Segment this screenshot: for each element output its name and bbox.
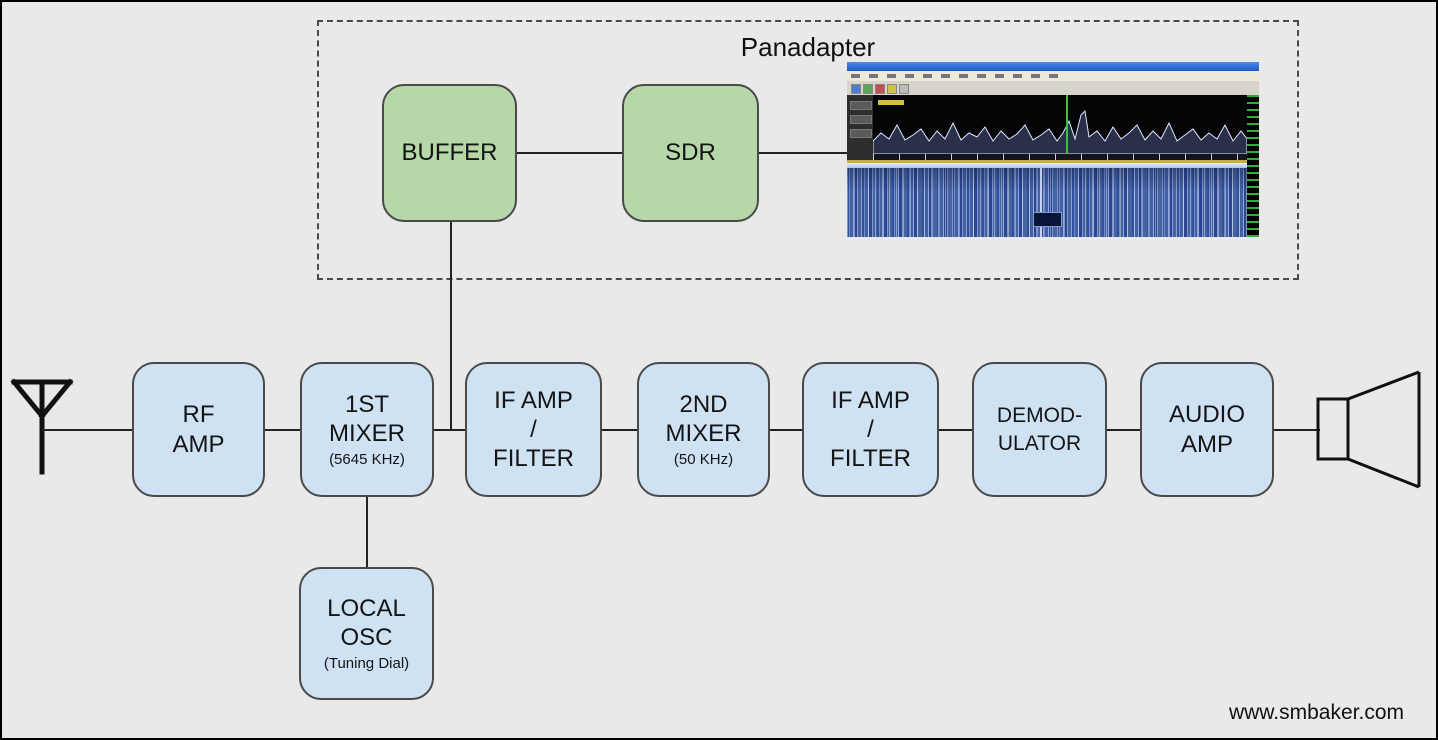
connector-buffer-sdr: [517, 152, 622, 154]
block-label: IF AMP: [494, 386, 573, 414]
spectrum-display: [872, 95, 1248, 155]
waterfall-display: [847, 168, 1259, 237]
block-label: 2ND: [679, 390, 728, 418]
block-label: IF AMP: [831, 386, 910, 414]
block-label: FILTER: [830, 445, 911, 473]
connector-audioamp-speaker: [1274, 429, 1320, 431]
block-label: DEMOD-: [996, 404, 1083, 428]
block-sublabel: (50 KHz): [673, 451, 734, 469]
connector-antenna-rfamp: [42, 429, 132, 431]
block-label: RF: [182, 401, 215, 429]
scale-divider: [847, 160, 1259, 163]
panel-button: [850, 129, 872, 138]
block-label: FILTER: [493, 445, 574, 473]
block-sdr: SDR: [622, 84, 759, 222]
toolbar-icon: [863, 84, 873, 94]
block-label: AMP: [1180, 430, 1233, 458]
connector-ifamp1-mixer2: [602, 429, 637, 431]
block-label: OSC: [340, 623, 393, 651]
screenshot-menubar: [847, 71, 1259, 81]
toolbar-icon: [887, 84, 897, 94]
sdr-screenshot-image: [847, 62, 1259, 237]
block-label: AUDIO: [1168, 401, 1245, 429]
connector-ifamp2-demod: [939, 429, 972, 431]
waterfall-popup: [1033, 212, 1062, 227]
screenshot-side-panel: [847, 95, 873, 162]
block-demodulator: DEMOD- ULATOR: [972, 362, 1107, 497]
block-label: /: [867, 415, 874, 443]
toolbar-icon: [875, 84, 885, 94]
panadapter-title: Panadapter: [740, 32, 876, 62]
screenshot-menu-text: [851, 74, 1061, 78]
connector-rfamp-mixer1: [265, 429, 300, 431]
spectrum-noise-trace: [872, 109, 1248, 155]
block-if-amp-filter-2: IF AMP / FILTER: [802, 362, 939, 497]
toolbar-icon: [851, 84, 861, 94]
signal-scale: [1247, 95, 1259, 237]
block-label: MIXER: [328, 419, 405, 447]
speaker-icon: [1316, 370, 1421, 489]
block-if-amp-filter-1: IF AMP / FILTER: [465, 362, 602, 497]
tuning-marker: [1066, 95, 1068, 154]
spectrum-readout: [878, 100, 904, 105]
panel-button: [850, 115, 872, 124]
panadapter-group: [317, 20, 1299, 280]
panel-button: [850, 101, 872, 110]
block-label: LOCAL: [327, 594, 406, 622]
block-local-osc: LOCAL OSC (Tuning Dial): [299, 567, 434, 700]
connector-mixer1-localosc: [366, 497, 368, 567]
block-sdr-label: SDR: [665, 139, 716, 167]
block-label: ULATOR: [997, 431, 1082, 455]
block-sublabel: (Tuning Dial): [323, 655, 410, 673]
toolbar-icon: [899, 84, 909, 94]
connector-mixer2-ifamp2: [770, 429, 802, 431]
block-2nd-mixer: 2ND MIXER (50 KHz): [637, 362, 770, 497]
block-label: AMP: [172, 430, 225, 458]
waterfall-center-line: [1040, 168, 1042, 237]
block-buffer: BUFFER: [382, 84, 517, 222]
block-buffer-label: BUFFER: [401, 139, 498, 167]
screenshot-toolbar: [847, 81, 1259, 95]
block-label: /: [530, 415, 537, 443]
waterfall-top-band: [847, 163, 1259, 168]
connector-demod-audioamp: [1107, 429, 1140, 431]
block-rf-amp: RF AMP: [132, 362, 265, 497]
connector-mixer1-ifamp1: [434, 429, 465, 431]
connector-sdr-screenshot: [759, 152, 847, 154]
block-audio-amp: AUDIO AMP: [1140, 362, 1274, 497]
frequency-scale: [873, 154, 1247, 160]
antenna-icon: [10, 378, 74, 475]
connector-mixer-buffer: [450, 222, 452, 431]
block-sublabel: (5645 KHz): [329, 451, 405, 469]
block-1st-mixer: 1ST MIXER (5645 KHz): [300, 362, 434, 497]
watermark-text: www.smbaker.com: [1228, 701, 1404, 724]
block-label: MIXER: [665, 419, 742, 447]
block-label: 1ST: [344, 390, 389, 418]
screenshot-titlebar: [847, 62, 1259, 71]
